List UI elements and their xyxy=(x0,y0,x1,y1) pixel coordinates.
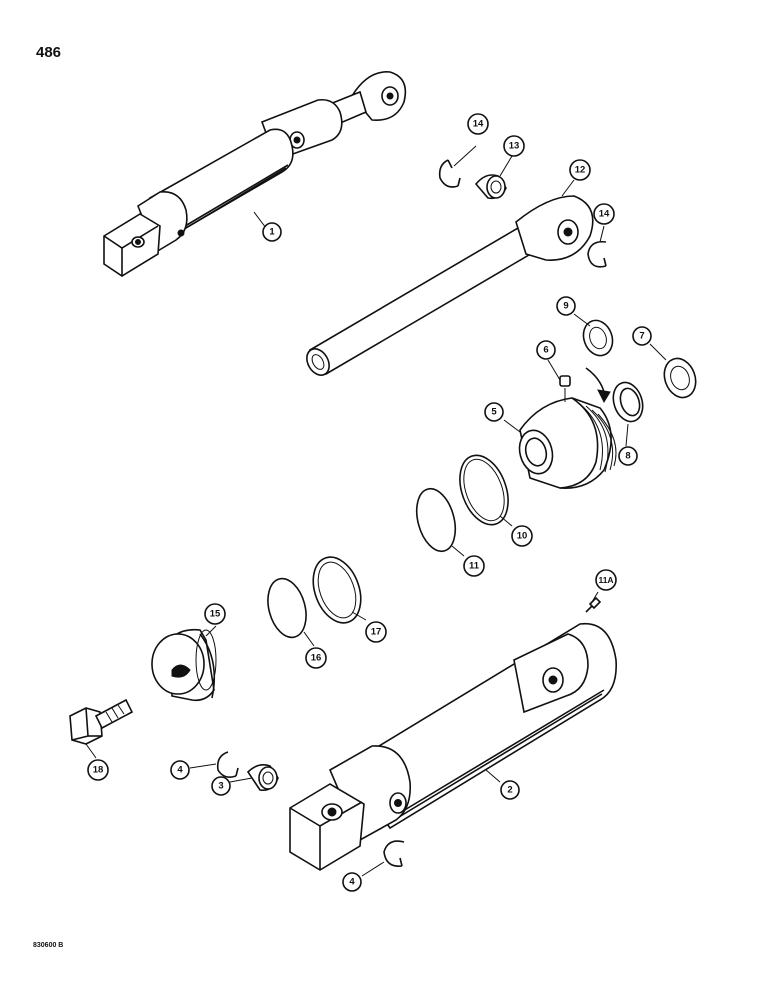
callout-18-label: 18 xyxy=(93,765,104,776)
bleed-screw-drawing xyxy=(585,596,602,613)
callout-1-label: 1 xyxy=(269,227,275,238)
callout-2: 2 xyxy=(500,780,520,800)
callout-16-label: 16 xyxy=(311,653,322,664)
callout-14-left-label: 14 xyxy=(473,119,484,130)
callout-8-label: 8 xyxy=(625,451,630,462)
callout-15: 15 xyxy=(204,603,226,625)
callout-11a: 11A xyxy=(595,569,617,591)
callout-3-label: 3 xyxy=(218,781,223,792)
callout-12: 12 xyxy=(569,159,591,181)
backup-ring-10-drawing xyxy=(459,454,509,526)
callout-7-label: 7 xyxy=(639,331,644,342)
gland-drawing xyxy=(518,367,617,489)
o-ring-11-drawing xyxy=(415,487,457,553)
piston-seal-17-drawing xyxy=(312,556,362,624)
callout-4-lower: 4 xyxy=(342,872,362,892)
callout-14-left: 14 xyxy=(467,113,489,135)
callout-14-right-label: 14 xyxy=(599,209,610,220)
callout-4-upper-label: 4 xyxy=(177,765,183,776)
o-ring-16-drawing xyxy=(267,577,307,639)
callout-17-label: 17 xyxy=(371,627,382,638)
set-pin-drawing xyxy=(559,375,571,402)
callout-11-label: 11 xyxy=(469,561,480,572)
callout-1: 1 xyxy=(262,222,282,242)
callout-3: 3 xyxy=(211,776,231,796)
callout-7: 7 xyxy=(632,326,652,346)
callout-12-label: 12 xyxy=(575,165,586,176)
callout-2-label: 2 xyxy=(507,785,512,796)
piston-rod-drawing xyxy=(306,195,594,376)
rod-bushing-drawing xyxy=(474,174,507,200)
snap-ring-bottom-lower-drawing xyxy=(383,840,405,868)
callout-10-label: 10 xyxy=(517,531,528,542)
washer-9-drawing xyxy=(582,319,614,357)
callout-16: 16 xyxy=(305,647,327,669)
callout-5-label: 5 xyxy=(491,407,497,418)
drawing-code: 830600 B xyxy=(33,942,64,949)
callout-5: 5 xyxy=(484,402,504,422)
callout-13: 13 xyxy=(503,135,525,157)
snap-ring-bottom-upper-drawing xyxy=(216,751,239,778)
callout-6-label: 6 xyxy=(543,345,548,356)
leader-lines xyxy=(85,145,667,877)
callout-11: 11 xyxy=(463,555,485,577)
snap-ring-top-left-drawing xyxy=(438,159,461,188)
callout-4-lower-label: 4 xyxy=(349,877,355,888)
callout-13-label: 13 xyxy=(509,141,520,152)
callout-4-upper: 4 xyxy=(170,760,190,780)
wiper-7-drawing xyxy=(663,357,697,399)
callout-10: 10 xyxy=(511,525,533,547)
piston-drawing xyxy=(151,628,217,702)
rod-seal-drawing xyxy=(612,381,644,423)
callout-15-label: 15 xyxy=(210,609,221,620)
callout-9: 9 xyxy=(556,296,576,316)
cylinder-barrel-drawing xyxy=(289,622,617,871)
callout-8: 8 xyxy=(618,446,638,466)
callout-17: 17 xyxy=(365,621,387,643)
page-number: 486 xyxy=(36,44,62,61)
base-bushing-drawing xyxy=(246,764,279,792)
assembled-cylinder-drawing xyxy=(103,71,407,277)
callout-9-label: 9 xyxy=(563,301,568,312)
cap-screw-drawing xyxy=(69,698,134,745)
callout-11a-label: 11A xyxy=(598,575,613,585)
callout-14-right: 14 xyxy=(593,203,615,225)
snap-ring-top-right-drawing xyxy=(587,240,607,268)
callout-6: 6 xyxy=(536,340,556,360)
callout-18: 18 xyxy=(87,759,109,781)
